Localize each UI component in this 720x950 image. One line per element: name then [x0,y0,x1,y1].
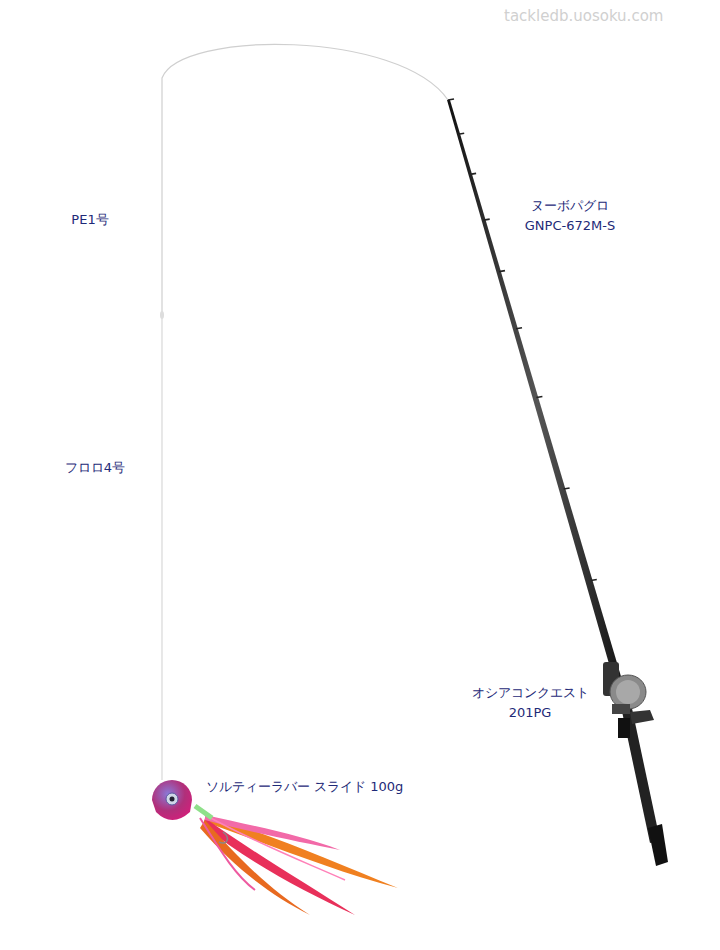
reel-label: オシアコンクエスト 201PG [462,683,598,723]
slide-rubber-lure [152,780,398,915]
knot [160,311,164,319]
main-line-label: PE1号 [60,210,120,230]
rod-label: ヌーボパグロ GNPC-672M-S [510,196,630,236]
pe-line [162,44,448,315]
lure-label: ソルティーラバー スライド 100g [206,777,406,797]
watermark: tackledb.uosoku.com [504,6,714,26]
reel [603,662,654,738]
fluoro-line [161,318,162,780]
rod-grip [648,824,668,866]
rod-guides [448,99,597,580]
rod-blank [447,100,628,702]
leader-label: フロロ4号 [55,458,135,478]
